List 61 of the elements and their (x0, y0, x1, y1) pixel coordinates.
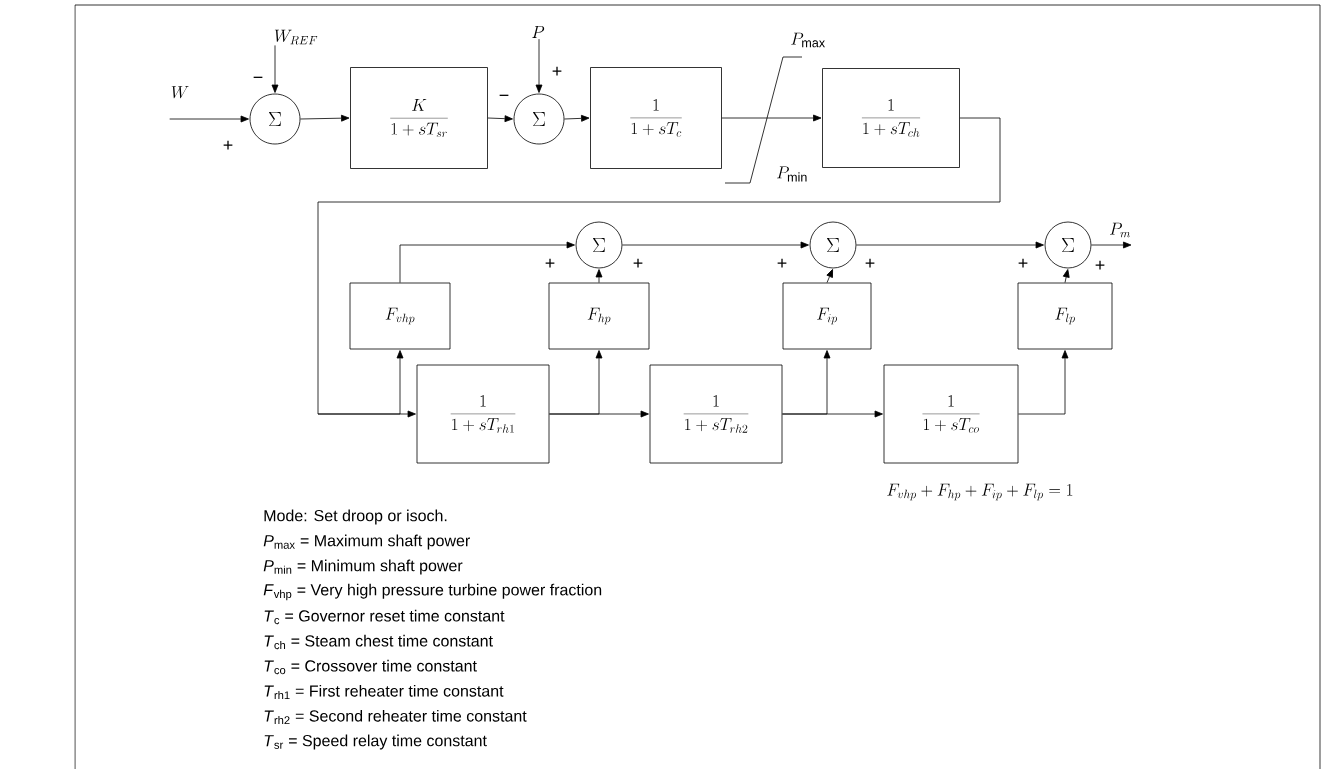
connector-line (317, 117, 1001, 415)
transfer-function-block: $\frac{1}{1+sT_{co}}$ (883, 364, 1019, 464)
summing-junction: $\Sigma$ (809, 221, 857, 269)
sign-label: + (631, 257, 645, 271)
signal-label: $W$ (171, 86, 189, 99)
sign-label: + (550, 65, 564, 79)
arrow (549, 350, 603, 415)
sign-label: + (863, 257, 877, 271)
sign-label: + (1093, 259, 1107, 273)
legend-text: T$_{rh1}$ = First reheater time constant (264, 684, 504, 700)
summing-junction: $\Sigma$ (513, 93, 565, 145)
transfer-function-block: $\frac{1}{1+sT_{rh2}}$ (649, 364, 783, 464)
arrow (535, 38, 543, 93)
formula-label: $P_{\min}$ (776, 166, 807, 182)
sign-label: + (775, 257, 789, 271)
arrow (1062, 269, 1070, 283)
arrow (622, 241, 809, 249)
transfer-function-block: $\frac{K}{1+sT_{sr}}$ (350, 67, 488, 169)
formula-label: $P_{\max}$ (791, 32, 825, 48)
legend-text: T$_{ch}$ = Steam chest time constant (264, 634, 493, 650)
arrow (595, 269, 603, 283)
signal-label: $W_{REF}$ (274, 29, 318, 45)
arrow (487, 115, 513, 123)
signal-label: $P$ (532, 26, 545, 38)
summing-junction: $\Sigma$ (249, 93, 301, 145)
arrow (169, 115, 249, 123)
arrow (782, 350, 831, 415)
transfer-function-block: $\frac{1}{1+sT_{c}}$ (590, 67, 722, 169)
legend-text: Mode: Set droop or isoch. (264, 509, 447, 525)
arrow (300, 114, 350, 122)
sign-label: + (543, 257, 557, 271)
arrow (826, 269, 833, 283)
legend-text: T$_{c}$ = Governor reset time constant (264, 609, 505, 625)
arrow (1091, 241, 1132, 249)
arrow (1018, 350, 1069, 415)
gain-block: $F_{ip}$ (782, 282, 872, 350)
formula-label: $F_{vhp} + F_{hp} + F_{ip} + F_{lp} = 1$ (887, 483, 1073, 501)
sign-label: + (1016, 257, 1030, 271)
sign-label: − (497, 93, 511, 103)
gain-block: $F_{hp}$ (548, 282, 650, 350)
legend-text: P$_{min}$ = Minimum shaft power (263, 559, 463, 575)
legend-text: T$_{rh2}$ = Second reheater time constant (264, 709, 527, 725)
arrow (317, 350, 404, 415)
legend-text: F$_{vhp}$ = Very high pressure turbine power fraction (263, 583, 602, 601)
transfer-function-block: $\frac{1}{1+sT_{ch}}$ (822, 68, 960, 168)
signal-label: $P_{m}$ (1110, 222, 1130, 238)
arrow (399, 241, 575, 283)
legend-text: T$_{co}$ = Crossover time constant (264, 659, 477, 675)
arrow (856, 241, 1044, 249)
arrow (564, 114, 590, 122)
sign-label: − (251, 75, 265, 85)
arrow (271, 45, 279, 93)
gain-block: $F_{lp}$ (1017, 282, 1113, 350)
summing-junction: $\Sigma$ (575, 221, 623, 269)
arrow (721, 114, 822, 122)
summing-junction: $\Sigma$ (1044, 221, 1092, 269)
legend-text: T$_{sr}$ = Speed relay time constant (264, 734, 487, 750)
sign-label: + (221, 139, 235, 153)
transfer-function-block: $\frac{1}{1+sT_{rh1}}$ (416, 364, 550, 464)
gain-block: $F_{vhp}$ (349, 282, 451, 350)
legend-text: P$_{max}$ = Maximum shaft power (263, 534, 470, 550)
